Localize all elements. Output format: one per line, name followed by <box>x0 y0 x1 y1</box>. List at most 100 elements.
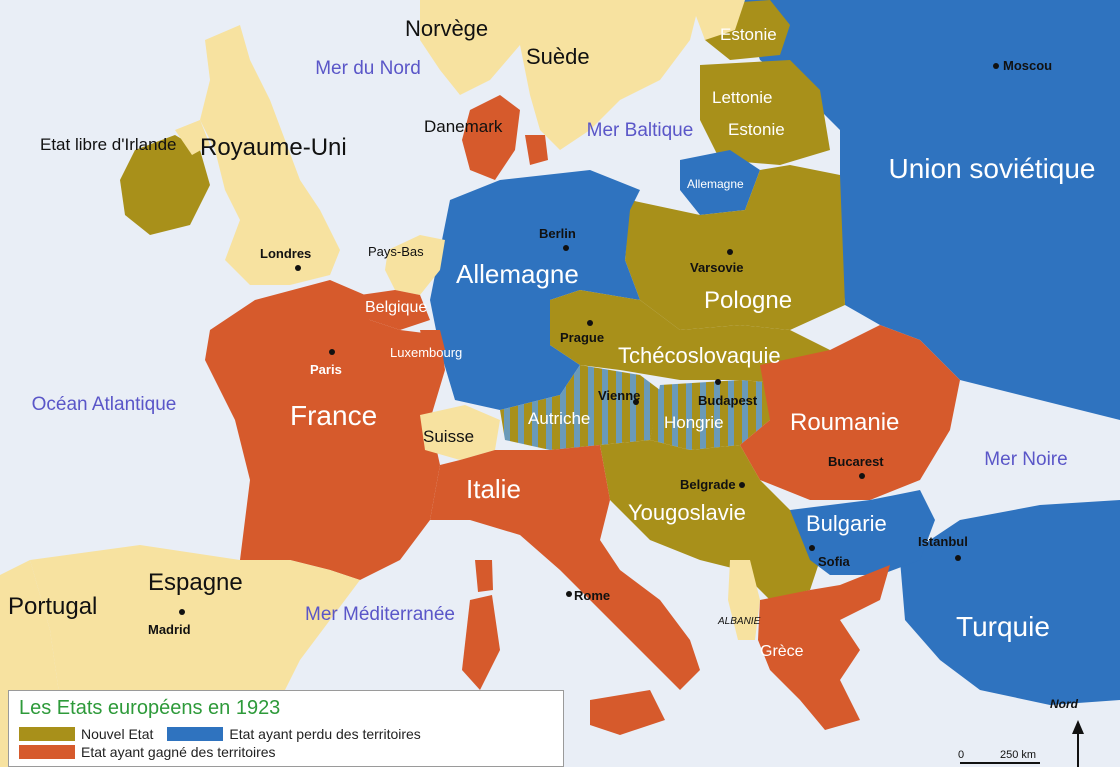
label-union-sovietique: Union soviétique <box>888 153 1095 184</box>
label-luxembourg: Luxembourg <box>390 345 462 360</box>
region-allemagne <box>430 170 640 410</box>
city-dot-moscou <box>993 63 999 69</box>
region-lettonie <box>700 60 830 165</box>
city-dot-belgrade <box>739 482 745 488</box>
label-allemagne: Allemagne <box>456 259 579 289</box>
region-albanie <box>728 560 760 640</box>
region-finlande <box>690 0 745 40</box>
legend-item-gained: Etat ayant gagné des territoires <box>19 744 276 760</box>
city-dot-madrid <box>179 609 185 615</box>
label-espagne: Espagne <box>148 569 243 596</box>
label-france: France <box>290 400 377 431</box>
north-arrow: Nord <box>1050 697 1084 767</box>
region-grece <box>758 565 890 730</box>
label-albanie: ALBANIE <box>717 616 761 627</box>
label-suede: Suède <box>526 44 590 69</box>
legend-swatch-gained <box>19 745 75 759</box>
region-bulgarie <box>790 490 935 575</box>
label-estonie-north: Estonie <box>720 25 777 44</box>
legend-item-new-state: Nouvel Etat <box>19 726 153 742</box>
sea-label-ocean-atlantique: Océan Atlantique <box>32 394 177 415</box>
region-danemark <box>462 95 520 180</box>
region-pays-bas <box>385 235 445 295</box>
region-france <box>205 280 445 580</box>
city-label-sofia: Sofia <box>818 554 851 569</box>
legend-row-2: Etat ayant gagné des territoires <box>19 743 555 761</box>
label-bulgarie: Bulgarie <box>806 511 887 536</box>
region-belgique <box>360 290 430 330</box>
city-label-istanbul: Istanbul <box>918 534 968 549</box>
city-dot-prague <box>587 320 593 326</box>
label-roumanie: Roumanie <box>790 409 899 436</box>
sea-label-mer-noire: Mer Noire <box>984 449 1067 470</box>
label-estonie-south: Estonie <box>728 120 785 139</box>
region-royaume-uni <box>200 25 340 285</box>
label-hongrie: Hongrie <box>664 413 724 432</box>
city-dot-sofia <box>809 545 815 551</box>
city-dot-budapest <box>715 379 721 385</box>
region-irlande-du-nord <box>175 120 210 155</box>
legend: Les Etats européens en 1923 Nouvel Etat … <box>8 690 564 767</box>
region-autriche <box>500 365 660 450</box>
label-autriche: Autriche <box>528 409 590 428</box>
region-hongrie <box>650 380 800 450</box>
legend-row-1: Nouvel Etat Etat ayant perdu des territo… <box>19 725 555 743</box>
city-label-bucarest: Bucarest <box>828 454 884 469</box>
label-danemark: Danemark <box>424 117 503 136</box>
city-label-madrid: Madrid <box>148 622 191 637</box>
label-yougoslavie: Yougoslavie <box>628 500 746 525</box>
city-label-varsovie: Varsovie <box>690 260 744 275</box>
city-label-moscou: Moscou <box>1003 58 1052 73</box>
city-label-londres: Londres <box>260 246 311 261</box>
label-portugal: Portugal <box>8 593 97 620</box>
north-arrow-head <box>1072 720 1084 734</box>
region-corse <box>475 560 493 592</box>
label-pays-bas: Pays-Bas <box>368 244 424 259</box>
city-label-budapest: Budapest <box>698 393 758 408</box>
city-label-berlin: Berlin <box>539 226 576 241</box>
region-suisse <box>420 405 500 460</box>
label-italie: Italie <box>466 474 521 504</box>
label-royaume-uni: Royaume-Uni <box>200 134 347 161</box>
city-dot-istanbul <box>955 555 961 561</box>
label-tchecoslovaquie: Tchécoslovaquie <box>618 343 781 368</box>
label-lettonie: Lettonie <box>712 88 773 107</box>
city-dot-berlin <box>563 245 569 251</box>
city-dot-varsovie <box>727 249 733 255</box>
legend-title: Les Etats européens en 1923 <box>19 697 281 719</box>
region-danemark-isle <box>525 135 548 165</box>
label-irlande: Etat libre d'Irlande <box>40 135 177 154</box>
city-label-vienne: Vienne <box>598 388 640 403</box>
city-label-belgrade: Belgrade <box>680 477 736 492</box>
north-arrow-label: Nord <box>1050 697 1079 711</box>
city-dot-rome <box>566 591 572 597</box>
city-label-rome: Rome <box>574 588 610 603</box>
city-dot-bucarest <box>859 473 865 479</box>
city-dot-vienne <box>633 399 639 405</box>
scale-distance: 250 km <box>1000 749 1036 761</box>
city-dot-londres <box>295 265 301 271</box>
region-union-sovietique <box>740 0 1120 420</box>
sea-label-mer-du-nord: Mer du Nord <box>315 58 421 79</box>
region-norvege <box>420 0 520 95</box>
legend-swatch-lost <box>167 727 224 741</box>
region-yougoslavie <box>600 440 820 600</box>
sea-label-mer-mediterranee: Mer Méditerranée <box>305 604 455 625</box>
label-belgique: Belgique <box>365 299 427 316</box>
legend-label-gained: Etat ayant gagné des territoires <box>81 744 276 760</box>
region-tchecoslovaquie <box>550 290 830 385</box>
city-label-paris: Paris <box>310 362 342 377</box>
label-suisse: Suisse <box>423 427 474 446</box>
label-pologne: Pologne <box>704 287 792 314</box>
label-grece: Grèce <box>760 643 804 660</box>
region-suede <box>520 0 700 150</box>
region-italie <box>430 445 700 690</box>
legend-label-lost: Etat ayant perdu des territoires <box>229 726 421 742</box>
region-allemagne-east <box>680 150 760 215</box>
region-pologne <box>625 165 845 330</box>
region-turquie <box>900 500 1120 705</box>
label-turquie: Turquie <box>956 611 1050 642</box>
legend-label-new-state: Nouvel Etat <box>81 726 154 742</box>
